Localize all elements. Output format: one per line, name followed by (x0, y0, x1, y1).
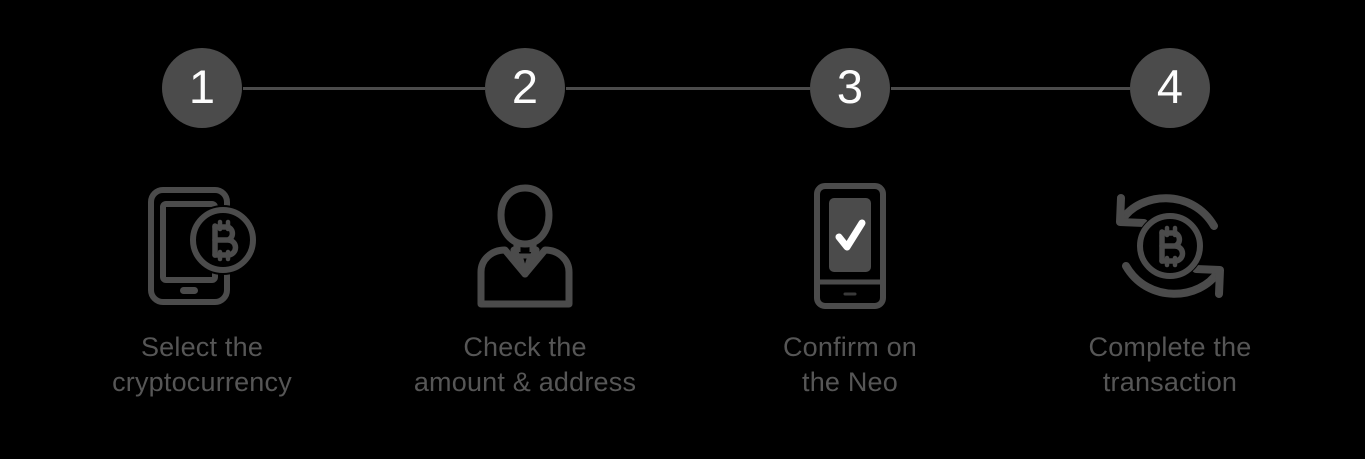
step-2-number-badge[interactable]: 2 (485, 48, 565, 128)
step-2-caption: Check the amount & address (375, 330, 675, 400)
step-3-caption-line-2: the Neo (802, 367, 898, 397)
step-2-caption-line-1: Check the (463, 332, 587, 362)
step-4-number: 4 (1156, 59, 1184, 113)
person-suit-icon (455, 182, 595, 310)
step-1-number: 1 (188, 59, 216, 113)
step-2-number: 2 (511, 59, 539, 113)
step-4[interactable]: 4 Complete the tran (1020, 0, 1320, 459)
step-1-caption-line-1: Select the (140, 332, 264, 362)
step-3-number: 3 (836, 59, 864, 113)
step-2-caption-line-2: amount & address (413, 367, 637, 397)
smartphone-bitcoin-icon (132, 182, 272, 310)
step-1-caption-line-2: cryptocurrency (112, 367, 292, 397)
step-4-caption-line-2: transaction (1102, 367, 1238, 397)
step-3-number-badge[interactable]: 3 (810, 48, 890, 128)
hardware-wallet-check-icon (780, 182, 920, 310)
step-3[interactable]: 3 Confirm on the Neo (700, 0, 1000, 459)
step-1-number-badge[interactable]: 1 (162, 48, 242, 128)
step-4-number-badge[interactable]: 4 (1130, 48, 1210, 128)
step-4-caption-line-1: Complete the (1088, 332, 1252, 362)
step-4-caption: Complete the transaction (1020, 330, 1320, 400)
step-1[interactable]: 1 Select the (52, 0, 352, 459)
step-3-caption: Confirm on the Neo (700, 330, 1000, 400)
step-1-caption: Select the cryptocurrency (52, 330, 352, 400)
step-2[interactable]: 2 Check the amount & address (375, 0, 675, 459)
bitcoin-refresh-icon (1100, 182, 1240, 310)
step-3-caption-line-1: Confirm on (782, 332, 918, 362)
